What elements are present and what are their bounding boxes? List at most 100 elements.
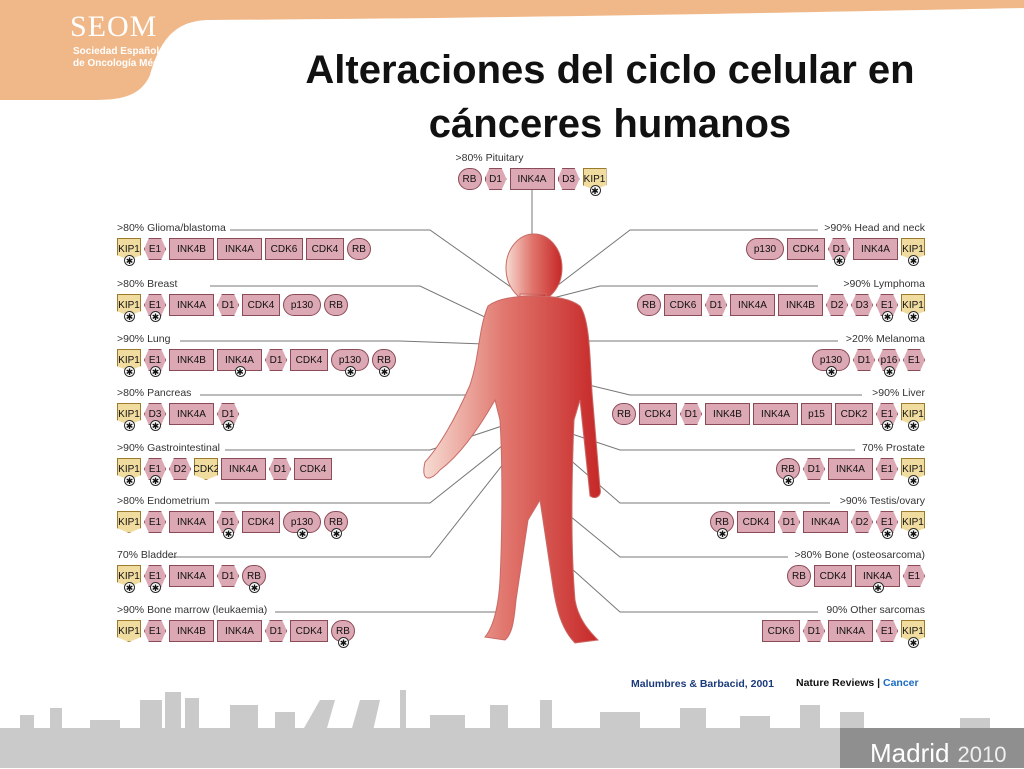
mutation-star-icon: ✱	[908, 255, 919, 266]
mutation-star-icon: ✱	[150, 475, 161, 486]
gene-d1: D1	[265, 620, 287, 642]
gene-ink4a: INK4A	[828, 620, 873, 642]
gene-cdk4: CDK4	[242, 511, 280, 533]
mutation-star-icon: ✱	[908, 311, 919, 322]
gene-rb: RB	[347, 238, 371, 260]
gene-ink4b: INK4B	[705, 403, 750, 425]
gene-rb: RB	[324, 294, 348, 316]
mutation-star-icon: ✱	[297, 528, 308, 539]
cancer-label: >80% Breast	[117, 278, 178, 290]
mutation-star-icon: ✱	[908, 528, 919, 539]
mutation-star-icon: ✱	[249, 582, 260, 593]
cancer-label: 70% Bladder	[117, 549, 178, 561]
cancer-label: >20% Melanoma	[845, 333, 925, 345]
mutation-star-icon: ✱	[882, 528, 893, 539]
journal-name: Nature Reviews	[796, 677, 875, 689]
gene-cdk6: CDK6	[762, 620, 800, 642]
cancer-label: >90% Lung	[117, 333, 171, 345]
gene-cdk4: CDK4	[737, 511, 775, 533]
gene-ink4b: INK4B	[169, 620, 214, 642]
gene-d1: D1	[803, 458, 825, 480]
footer-bar	[840, 728, 1024, 768]
mutation-star-icon: ✱	[124, 255, 135, 266]
cancer-label: >90% Liver	[872, 387, 925, 399]
gene-e1: E1	[876, 620, 898, 642]
gene-cdk4: CDK4	[787, 238, 825, 260]
gene-kip1: KIP1	[117, 565, 141, 587]
mutation-star-icon: ✱	[826, 366, 837, 377]
mutation-star-icon: ✱	[150, 366, 161, 377]
human-figure	[423, 233, 601, 644]
mutation-star-icon: ✱	[338, 637, 349, 648]
gene-ink4b: INK4B	[169, 238, 214, 260]
gene-rb: RB	[776, 458, 800, 480]
gene-d1: D1	[217, 294, 239, 316]
gene-cdk4: CDK4	[306, 238, 344, 260]
mutation-star-icon: ✱	[331, 528, 342, 539]
gene-cdk4: CDK4	[290, 620, 328, 642]
mutation-star-icon: ✱	[884, 366, 895, 377]
mutation-star-icon: ✱	[908, 475, 919, 486]
mutation-star-icon: ✱	[872, 582, 884, 593]
mutation-star-icon: ✱	[882, 311, 893, 322]
gene-d2: D2	[826, 294, 848, 316]
mutation-star-icon: ✱	[834, 255, 845, 266]
gene-d1: D1	[265, 349, 287, 371]
mutation-star-icon: ✱	[223, 528, 234, 539]
gene-d2: D2	[851, 511, 873, 533]
mutation-star-icon: ✱	[124, 366, 135, 377]
cancer-label: >90% Lymphoma	[843, 278, 925, 290]
cancer-label: 90% Other sarcomas	[826, 604, 925, 616]
gene-p130: p130	[283, 294, 321, 316]
cancer-label: >80% Endometrium	[117, 495, 210, 507]
mutation-star-icon: ✱	[150, 420, 161, 431]
mutation-star-icon: ✱	[783, 475, 794, 486]
gene-ink4a: INK4A	[853, 238, 898, 260]
mutation-star-icon: ✱	[124, 475, 135, 486]
gene-p130: p130	[746, 238, 784, 260]
gene-kip1: KIP1	[117, 294, 141, 316]
mutation-star-icon: ✱	[589, 185, 601, 196]
gene-d1: D1	[853, 349, 875, 371]
mutation-star-icon: ✱	[345, 366, 356, 377]
gene-ink4a: INK4A	[753, 403, 798, 425]
seom-logo-subtitle: Sociedad Española de Oncología Médica	[73, 46, 173, 70]
footer-year: 2010	[957, 742, 1007, 767]
gene-kip1: KIP1	[117, 403, 141, 425]
gene-d1: D1	[484, 168, 507, 190]
gene-cdk2: CDK2	[194, 458, 218, 480]
seom-logo: SEOM	[70, 10, 158, 43]
gene-d1: D1	[778, 511, 800, 533]
gene-e1: E1	[144, 238, 166, 260]
mutation-star-icon: ✱	[379, 366, 390, 377]
gene-d1: D1	[803, 620, 825, 642]
mutation-star-icon: ✱	[223, 420, 234, 431]
cancer-label: >80% Bone (osteosarcoma)	[794, 549, 925, 561]
gene-ink4a: INK4A	[828, 458, 873, 480]
gene-ink4b: INK4B	[169, 349, 214, 371]
cancer-label: >90% Bone marrow (leukaemia)	[117, 604, 268, 616]
slide-title-line-2: cánceres humanos	[428, 102, 792, 146]
gene-ink4a: INK4A	[169, 294, 214, 316]
gene-e1: E1	[144, 565, 166, 587]
logo-line-2: de Oncología Médica	[73, 58, 174, 69]
gene-ink4a: INK4A	[169, 511, 214, 533]
mutation-star-icon: ✱	[717, 528, 728, 539]
gene-ink4a: INK4A	[217, 238, 262, 260]
footer-city: Madrid 2010	[870, 738, 1006, 769]
footer-city-name: Madrid	[870, 738, 950, 768]
gene-ink4a: INK4A	[509, 168, 555, 190]
gene-rb: RB	[637, 294, 661, 316]
gene-rb: RB	[612, 403, 636, 425]
logo-line-1: Sociedad Española	[73, 46, 165, 57]
gene-ink4b: INK4B	[778, 294, 823, 316]
gene-d3: D3	[557, 168, 580, 190]
gene-d1: D1	[705, 294, 727, 316]
gene-ink4a: INK4A	[217, 620, 262, 642]
